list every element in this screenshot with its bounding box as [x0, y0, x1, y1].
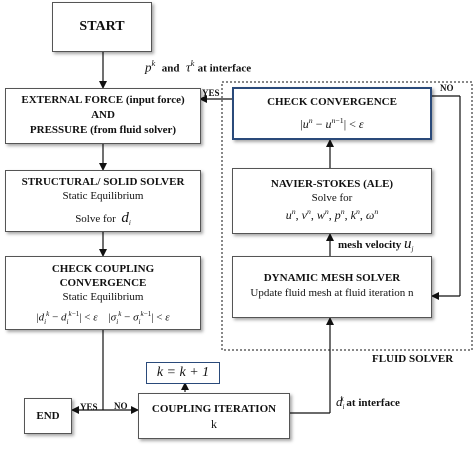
- check-coupling-node: CHECK COUPLING CONVERGENCE Static Equili…: [5, 256, 201, 330]
- check-coupling-subtitle: Static Equilibrium: [62, 291, 144, 303]
- check-convergence-node: CHECK CONVERGENCE |un − un−1| < ε: [232, 87, 432, 140]
- no-top-label: NO: [440, 83, 454, 93]
- structural-solve-for: Solve for di: [75, 210, 131, 228]
- coupling-iteration-sub: k: [211, 417, 217, 431]
- at-interface-text: at interface: [197, 62, 252, 75]
- structural-solver-title: STRUCTURAL/ SOLID SOLVER: [21, 176, 185, 188]
- mesh-velocity-text: mesh velocity: [338, 239, 402, 251]
- no-bottom-label: NO: [114, 401, 128, 411]
- start-label: START: [79, 19, 125, 34]
- check-convergence-title: CHECK CONVERGENCE: [267, 96, 397, 108]
- navier-stokes-title: NAVIER-STOKES (ALE): [270, 178, 394, 190]
- interface-input-label: pk and τk at interface: [145, 58, 252, 75]
- end-node: END: [24, 398, 72, 434]
- disp-interface-text: at interface: [346, 397, 400, 409]
- navier-variables: un, vn, wn, pn, kn, ωn: [285, 207, 379, 222]
- external-force-line1: EXTERNAL FORCE (input force): [21, 94, 185, 106]
- and-label: and: [161, 62, 180, 75]
- structural-solver-node: STRUCTURAL/ SOLID SOLVER Static Equilibr…: [5, 170, 201, 232]
- coupling-criteria: |dik − dik−1| < ε |σik − σik−1| < ε: [36, 310, 170, 326]
- start-node: START: [52, 2, 152, 52]
- external-force-line3: PRESSURE (from fluid solver): [29, 124, 177, 136]
- navier-stokes-node: NAVIER-STOKES (ALE) Solve for un, vn, wn…: [232, 168, 432, 234]
- dynamic-mesh-subtitle: Update fluid mesh at fluid iteration n: [250, 287, 414, 299]
- navier-solve-for: Solve for: [311, 192, 353, 204]
- yes-bottom-label: YES: [80, 402, 98, 412]
- convergence-criterion: |un − un−1| < ε: [300, 116, 364, 131]
- end-label: END: [36, 410, 60, 422]
- check-coupling-line1: CHECK COUPLING: [51, 263, 155, 275]
- iteration-update-text: k = k + 1: [156, 365, 210, 380]
- dynamic-mesh-node: DYNAMIC MESH SOLVER Update fluid mesh at…: [232, 256, 432, 318]
- mesh-velocity-label: mesh velocity uj: [338, 236, 414, 254]
- coupling-iteration-title: COUPLING ITERATION: [151, 403, 277, 415]
- dynamic-mesh-title: DYNAMIC MESH SOLVER: [263, 272, 401, 284]
- coupling-iteration-node: COUPLING ITERATION k: [138, 393, 290, 439]
- external-force-line2: AND: [91, 109, 115, 121]
- solve-for-text: Solve for: [75, 213, 116, 225]
- structural-solver-subtitle: Static Equilibrium: [62, 190, 144, 202]
- displacement-interface-label: dik at interface: [336, 394, 400, 412]
- yes-top-label: YES: [202, 88, 220, 98]
- fluid-solver-label: FLUID SOLVER: [372, 353, 454, 365]
- external-force-node: EXTERNAL FORCE (input force) AND PRESSUR…: [5, 88, 201, 144]
- check-coupling-line2: CONVERGENCE: [59, 277, 147, 289]
- iteration-update-box: k = k + 1: [146, 362, 220, 384]
